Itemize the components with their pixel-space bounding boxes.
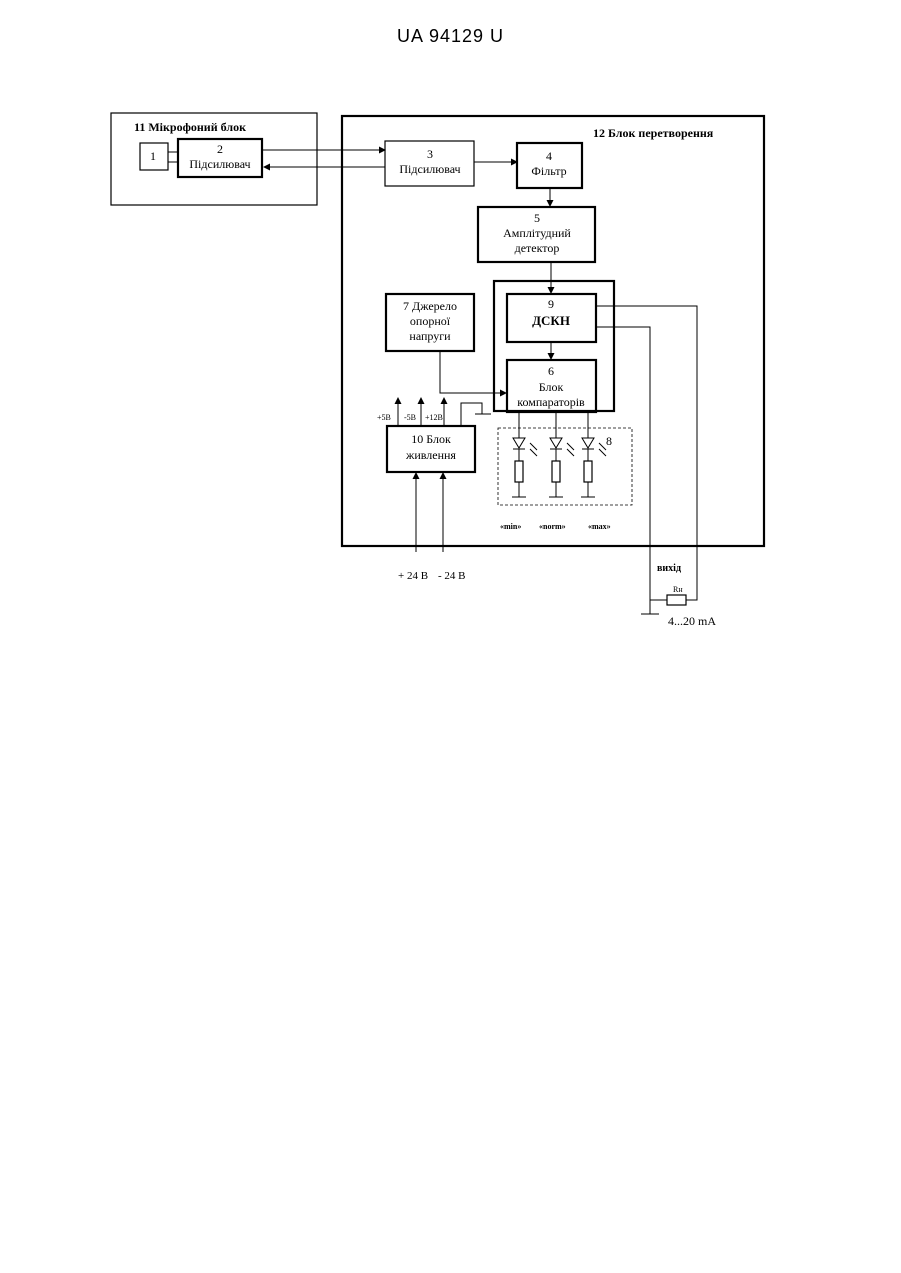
led-indicator-block-8: 8 (498, 412, 632, 505)
led-block-number: 8 (606, 434, 612, 448)
amplifier-3-label: Підсилювач (399, 162, 460, 176)
output-wire-top (596, 306, 697, 600)
minus-5v-label: -5В (404, 413, 416, 422)
led-norm-label: «norm» (539, 522, 566, 531)
reference-voltage-label-2: опорної (410, 314, 451, 328)
reference-voltage-label-3: напруги (409, 329, 451, 343)
output-label: вихід (657, 563, 681, 574)
comparator-number: 6 (548, 364, 554, 378)
led-max (581, 438, 606, 497)
amplifier-2-number: 2 (217, 142, 223, 156)
filter-4: 4 Фільтр (517, 143, 582, 188)
plus-12v-label: +12В (425, 413, 443, 422)
led-max-label: «max» (588, 522, 611, 531)
reference-voltage-source-7: 7 Джерело опорної напруги (386, 294, 474, 351)
microphone-block-11: 11 Мікрофоний блок 1 2 Підсилювач (111, 113, 317, 205)
conversion-block-label: 12 Блок перетворення (593, 126, 714, 140)
amplitude-detector-label-2: детектор (515, 241, 560, 255)
filter-4-label: Фільтр (531, 164, 566, 178)
amplitude-detector-5: 5 Амплітудний детектор (478, 207, 595, 262)
load-resistor (667, 595, 686, 605)
reference-voltage-label-1: 7 Джерело (403, 299, 457, 313)
power-supply-10: 10 Блок живлення (387, 426, 475, 472)
amplifier-2-label: Підсилювач (189, 157, 250, 171)
filter-4-number: 4 (546, 149, 552, 163)
load-resistor-label: Rн (673, 585, 683, 594)
led-min (512, 438, 537, 497)
microphone-element-1-label: 1 (150, 149, 156, 163)
power-supply-label-2: живлення (405, 448, 456, 462)
amplifier-3-number: 3 (427, 147, 433, 161)
plus-24v-label: + 24 В (398, 570, 428, 582)
dskn-9: 9 ДСКН (507, 294, 596, 342)
power-supply-label-1: 10 Блок (411, 432, 451, 446)
amplitude-detector-number: 5 (534, 211, 540, 225)
microphone-block-label: 11 Мікрофоний блок (134, 120, 246, 134)
led-min-label: «min» (500, 522, 521, 531)
dskn-number: 9 (548, 297, 554, 311)
comparator-label-2: компараторів (517, 395, 585, 409)
led-norm (549, 438, 574, 497)
amplitude-detector-label-1: Амплітудний (503, 226, 571, 240)
comparator-block-6: 6 Блок компараторів (507, 360, 596, 412)
plus-5v-label: +5В (377, 413, 391, 422)
output-wire-bottom (596, 327, 667, 600)
dskn-label: ДСКН (532, 313, 570, 328)
minus-24v-label: - 24 В (438, 570, 466, 582)
current-range-label: 4...20 mA (668, 614, 716, 628)
amplifier-3: 3 Підсилювач (385, 141, 474, 186)
comparator-label-1: Блок (539, 380, 564, 394)
